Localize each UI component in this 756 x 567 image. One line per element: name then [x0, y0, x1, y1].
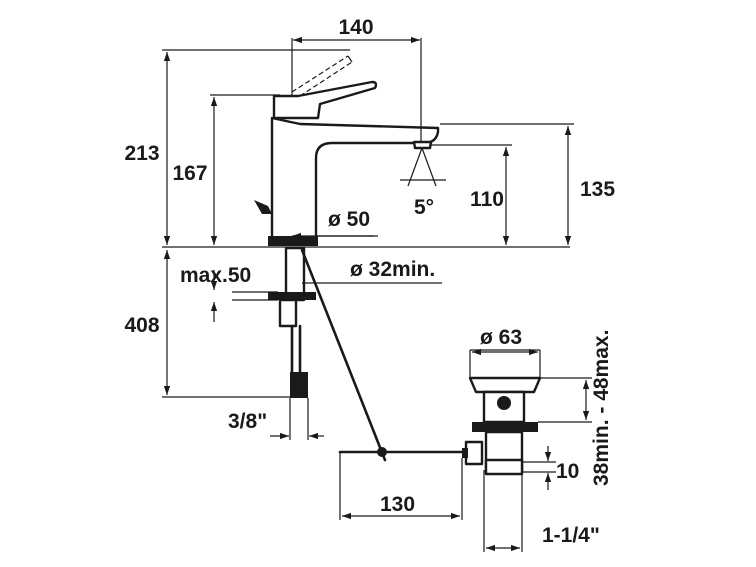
tilt-indicator: [400, 147, 446, 187]
dim-hole-diameter: ø 32min.: [350, 258, 435, 281]
dim-waste-offset: 10: [556, 460, 579, 483]
extension-lines: [162, 38, 592, 552]
faucet-shank: [268, 246, 387, 462]
pop-up-rod: [338, 447, 470, 457]
dim-basin-thickness: 38min. - 48max.: [590, 330, 613, 486]
dim-waste-diameter: ø 63: [480, 326, 522, 349]
dim-connection: 3/8": [228, 410, 267, 433]
waste-assembly: [462, 376, 542, 476]
dim-base-diameter: ø 50: [328, 208, 370, 231]
dimension-arrows: [163, 36, 590, 552]
lever-open-position: [291, 55, 353, 97]
dim-spout-reach: 140: [338, 16, 373, 39]
dim-waste-thread: 1-1/4": [542, 524, 600, 547]
dim-total-height: 213: [124, 142, 159, 165]
dim-spout-top: 135: [580, 178, 615, 201]
dim-rod-length: 130: [380, 493, 415, 516]
dim-hose-length: 408: [124, 314, 159, 337]
dim-deck-thickness: max.50: [180, 264, 251, 287]
faucet-body: [254, 55, 440, 246]
dim-lever-height: 167: [172, 162, 207, 185]
dim-spout-height: 110: [470, 188, 504, 211]
dim-tilt-angle: 5°: [414, 196, 434, 219]
